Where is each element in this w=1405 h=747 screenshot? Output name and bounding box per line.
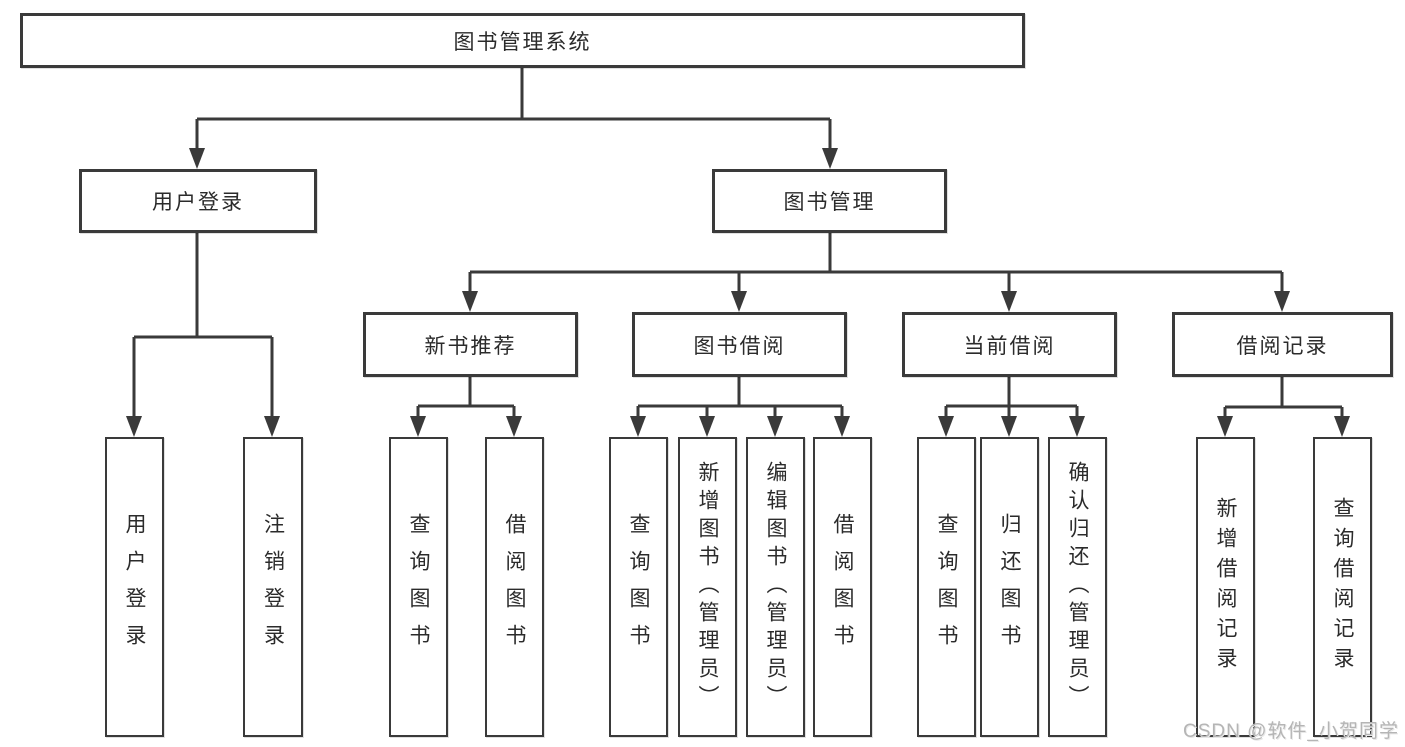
leaf-edit-book-admin-label: 编辑图书（管理员） [764, 461, 787, 713]
node-book-borrow-label: 图书借阅 [693, 334, 786, 358]
leaf-borrow-query-book: 查询图书 [609, 437, 668, 737]
node-root: 图书管理系统 [20, 13, 1025, 68]
leaf-borrow-book: 借阅图书 [813, 437, 872, 737]
leaf-return-book-label: 归还图书 [998, 513, 1021, 661]
node-new-book-recommend-label: 新书推荐 [424, 334, 517, 358]
leaf-user-login-label: 用户登录 [123, 513, 146, 661]
node-current-borrow: 当前借阅 [902, 312, 1117, 377]
node-new-book-recommend: 新书推荐 [363, 312, 578, 377]
node-root-label: 图书管理系统 [453, 30, 592, 54]
leaf-current-query-book-label: 查询图书 [935, 513, 958, 661]
leaf-recommend-query-book: 查询图书 [389, 437, 448, 737]
leaf-add-book-admin-label: 新增图书（管理员） [696, 461, 719, 713]
node-user-login: 用户登录 [79, 169, 317, 233]
leaf-recommend-borrow-book: 借阅图书 [485, 437, 544, 737]
leaf-logout-label: 注销登录 [261, 513, 285, 661]
leaf-borrow-book-label: 借阅图书 [831, 513, 854, 661]
leaf-add-borrow-record-label: 新增借阅记录 [1214, 497, 1237, 677]
leaf-logout: 注销登录 [243, 437, 303, 737]
leaf-confirm-return-admin: 确认归还（管理员） [1048, 437, 1107, 737]
leaf-confirm-return-admin-label: 确认归还（管理员） [1066, 461, 1089, 713]
leaf-current-query-book: 查询图书 [917, 437, 976, 737]
leaf-add-borrow-record: 新增借阅记录 [1196, 437, 1255, 737]
csdn-watermark: CSDN @软件_小贺同学 [1183, 721, 1399, 742]
leaf-query-borrow-record-label: 查询借阅记录 [1331, 497, 1354, 677]
node-book-borrow: 图书借阅 [632, 312, 847, 377]
leaf-query-borrow-record: 查询借阅记录 [1313, 437, 1372, 737]
node-borrow-record: 借阅记录 [1172, 312, 1393, 377]
node-user-login-label: 用户登录 [152, 191, 244, 214]
leaf-return-book: 归还图书 [980, 437, 1039, 737]
leaf-add-book-admin: 新增图书（管理员） [678, 437, 737, 737]
leaf-recommend-query-book-label: 查询图书 [407, 513, 430, 661]
node-book-management: 图书管理 [712, 169, 947, 233]
node-current-borrow-label: 当前借阅 [963, 334, 1056, 358]
leaf-user-login: 用户登录 [105, 437, 164, 737]
node-borrow-record-label: 借阅记录 [1236, 334, 1329, 358]
leaf-borrow-query-book-label: 查询图书 [627, 513, 650, 661]
leaf-edit-book-admin: 编辑图书（管理员） [746, 437, 805, 737]
node-book-management-label: 图书管理 [783, 191, 876, 214]
leaf-recommend-borrow-book-label: 借阅图书 [503, 513, 526, 661]
